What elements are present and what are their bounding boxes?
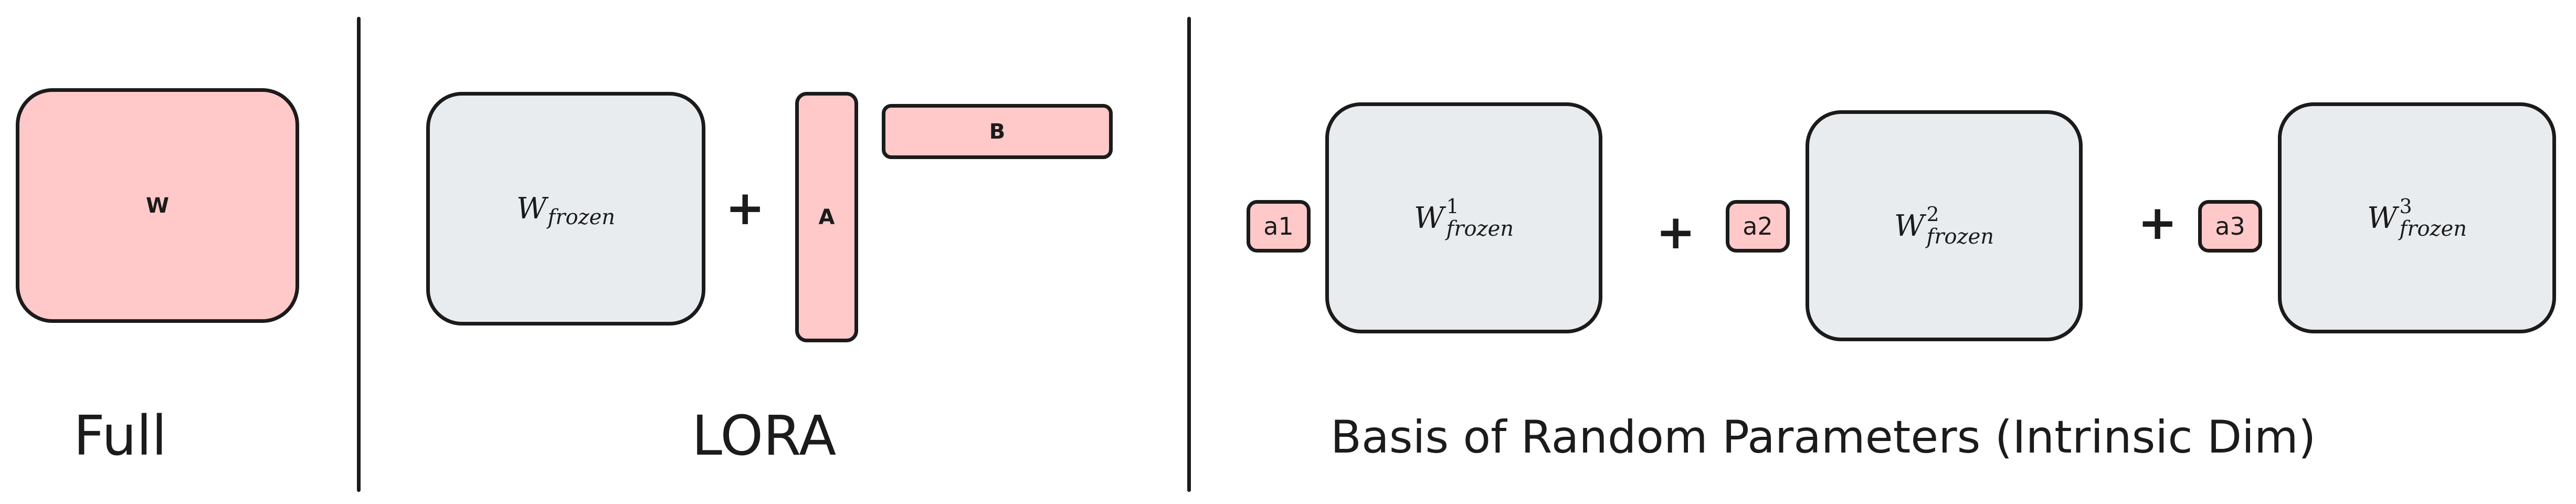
basis-coefficient-a3: a3 bbox=[2198, 200, 2262, 253]
basis-plus-sign-1: + bbox=[1656, 205, 1696, 260]
basis-coefficient-a2-label: a2 bbox=[1743, 212, 1773, 240]
basis-coefficient-a1-label: a1 bbox=[1263, 212, 1294, 240]
basis-frozen-formula-2: W 2 frozen bbox=[1894, 204, 1994, 247]
basis-frozen-superscript-2: 2 bbox=[1926, 203, 1939, 226]
full-weight-matrix: W bbox=[16, 88, 299, 323]
basis-frozen-matrix-2: W 2 frozen bbox=[1806, 110, 2083, 341]
basis-frozen-superscript-1: 1 bbox=[1446, 195, 1459, 218]
divider-right bbox=[1187, 17, 1191, 492]
divider-left bbox=[357, 17, 361, 492]
basis-frozen-subscript-3: frozen bbox=[2399, 217, 2467, 241]
basis-frozen-formula-1: W 1 frozen bbox=[1414, 196, 1514, 239]
basis-plus-sign-2: + bbox=[2138, 195, 2178, 250]
basis-frozen-base-2: W bbox=[1894, 208, 1925, 243]
basis-frozen-superscript-3: 3 bbox=[2399, 195, 2412, 218]
lora-frozen-subscript: frozen bbox=[547, 205, 616, 229]
lora-plus-sign: + bbox=[725, 181, 765, 236]
basis-coefficient-a1: a1 bbox=[1247, 200, 1311, 253]
lora-matrix-b-label: B bbox=[989, 119, 1006, 144]
lora-caption: LORA bbox=[692, 404, 837, 468]
lora-matrix-b: B bbox=[882, 104, 1113, 159]
basis-frozen-matrix-1: W 1 frozen bbox=[1325, 102, 1602, 333]
basis-frozen-formula-3: W 3 frozen bbox=[2367, 196, 2467, 239]
basis-frozen-subscript-2: frozen bbox=[1926, 225, 1994, 249]
full-caption: Full bbox=[73, 404, 167, 468]
basis-coefficient-a2: a2 bbox=[1726, 200, 1790, 253]
lora-matrix-a-label: A bbox=[818, 205, 835, 229]
basis-frozen-matrix-3: W 3 frozen bbox=[2278, 102, 2556, 333]
full-weight-label: W bbox=[145, 193, 170, 218]
basis-frozen-base-1: W bbox=[1413, 201, 1444, 235]
basis-frozen-base-3: W bbox=[2367, 201, 2398, 235]
lora-matrix-a: A bbox=[795, 92, 858, 342]
basis-caption: Basis of Random Parameters (Intrinsic Di… bbox=[1331, 411, 2316, 464]
basis-frozen-subscript-1: frozen bbox=[1446, 217, 1514, 241]
basis-coefficient-a3-label: a3 bbox=[2215, 212, 2245, 240]
lora-frozen-base: W bbox=[516, 192, 547, 226]
